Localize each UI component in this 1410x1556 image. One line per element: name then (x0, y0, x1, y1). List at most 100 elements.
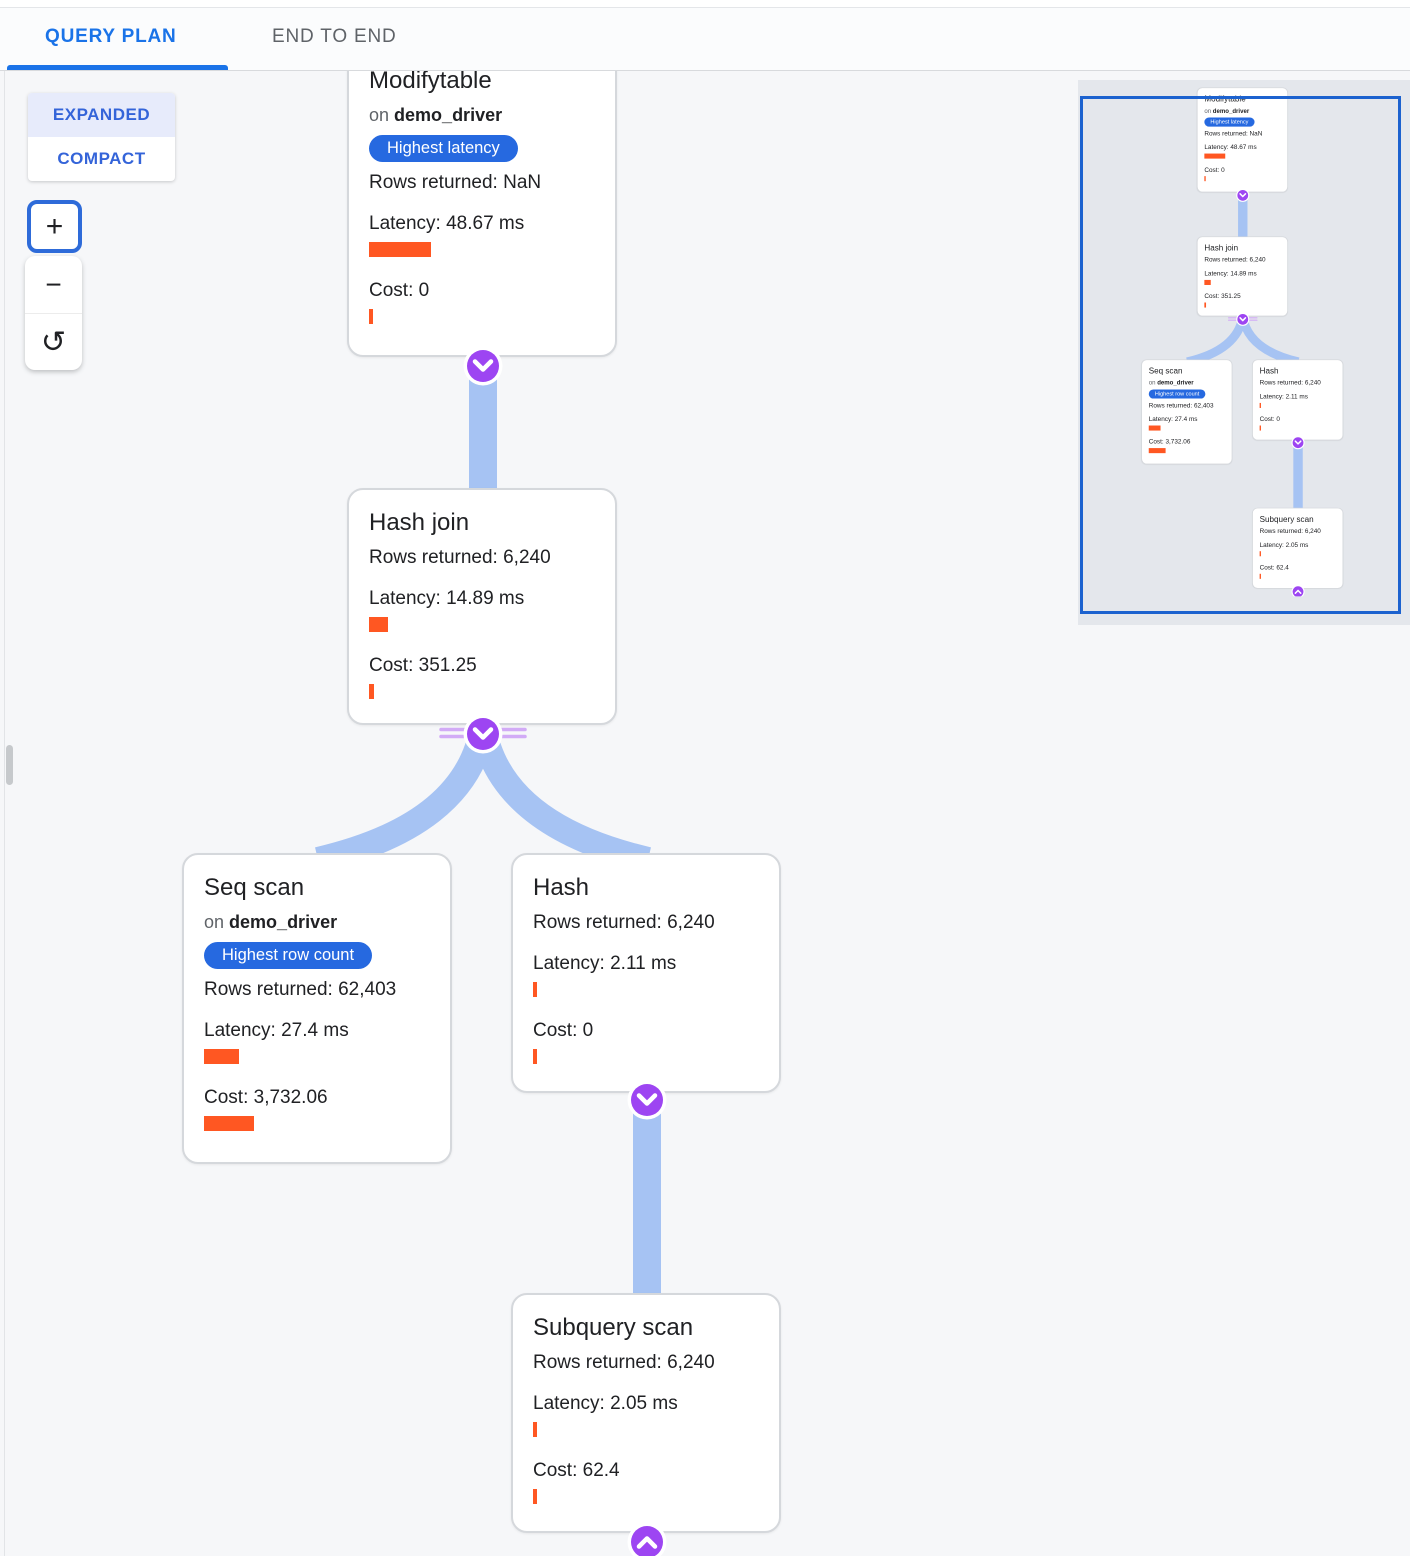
rows-returned: Rows returned: 6,240 (369, 547, 551, 568)
on-prefix: on (204, 912, 225, 932)
plan-node-seq-scan[interactable]: Seq scan on demo_driver Highest row coun… (182, 853, 452, 1164)
cost-bar (204, 1116, 254, 1131)
latency-bar (204, 1049, 239, 1064)
node-table: on demo_driver (369, 105, 595, 126)
latency-label: Latency: 14.89 ms (1204, 270, 1257, 278)
cost-bar (369, 309, 373, 324)
rows-returned: Rows returned: 6,240 (1259, 527, 1321, 535)
cost-label: Cost: 0 (1204, 166, 1225, 174)
table-name: demo_driver (1212, 107, 1250, 115)
latency-bar (1259, 551, 1261, 557)
rows-returned: Rows returned: NaN (369, 172, 542, 193)
expand-toggle-subquery-scan[interactable] (627, 1522, 667, 1556)
collapse-toggle-hash[interactable] (1291, 436, 1305, 450)
zoom-in-button[interactable]: + (27, 200, 82, 253)
expanded-option[interactable]: EXPANDED (28, 93, 175, 137)
plan-node-subquery-scan[interactable]: Subquery scan Rows returned: 6,240 Laten… (1252, 507, 1344, 589)
rows-returned: Rows returned: 62,403 (204, 979, 397, 1000)
cost-label: Cost: 3,732.06 (204, 1087, 328, 1108)
on-prefix: on (1148, 379, 1156, 387)
plan-node-seq-scan[interactable]: Seq scan on demo_driver Highest row coun… (1141, 359, 1233, 465)
latency-bar (533, 1422, 537, 1437)
node-title: Modifytable (1204, 94, 1246, 104)
plan-node-subquery-scan[interactable]: Subquery scan Rows returned: 6,240 Laten… (511, 1293, 781, 1533)
latency-bar (1259, 402, 1261, 408)
collapse-toggle-modifytable[interactable] (1236, 188, 1250, 202)
minimap-tree: Modifytable on demo_driver Highest laten… (1080, 80, 1410, 597)
plan-tree: Modifytable on demo_driver Highest laten… (1080, 80, 1410, 597)
chevron-down-icon (1239, 317, 1247, 322)
table-name: demo_driver (229, 912, 338, 932)
chevron-down-icon (636, 1093, 658, 1106)
node-title: Hash join (1204, 243, 1239, 253)
rows-returned: Rows returned: 6,240 (533, 1352, 715, 1373)
node-title: Hash (1259, 366, 1279, 376)
active-tab-indicator (7, 65, 228, 70)
cost-label: Cost: 0 (369, 280, 430, 301)
node-title: Seq scan (1148, 366, 1183, 376)
latency-label: Latency: 48.67 ms (369, 213, 525, 234)
node-table: on demo_driver (1149, 379, 1225, 386)
cost-label: Cost: 62.4 (533, 1460, 620, 1481)
latency-bar (369, 242, 431, 257)
collapse-toggle-hash[interactable] (627, 1080, 667, 1120)
node-title: Seq scan (204, 874, 305, 901)
cost-label: Cost: 62.4 (1259, 564, 1289, 572)
collapse-toggle-hash-join[interactable] (1228, 312, 1258, 326)
zoom-out-button[interactable]: − (25, 256, 82, 313)
latency-bar (1204, 279, 1211, 285)
tab-end-to-end[interactable]: END TO END (272, 26, 397, 47)
collapse-toggle-hash-join[interactable] (439, 714, 527, 754)
plan-node-modifytable[interactable]: Modifytable on demo_driver Highest laten… (347, 46, 617, 357)
minimap-viewport[interactable] (1080, 96, 1401, 614)
latency-label: Latency: 2.05 ms (533, 1393, 678, 1414)
tab-bar: QUERY PLAN END TO END (0, 0, 1410, 71)
cost-bar (1148, 448, 1166, 454)
plan-node-hash[interactable]: Hash Rows returned: 6,240 Latency: 2.11 … (1252, 359, 1344, 441)
minimap[interactable]: Modifytable on demo_driver Highest laten… (1078, 80, 1410, 625)
plan-node-hash[interactable]: Hash Rows returned: 6,240 Latency: 2.11 … (511, 853, 781, 1093)
latency-bar (533, 982, 537, 997)
plus-icon: + (45, 209, 64, 243)
vertical-scrollbar[interactable] (6, 745, 13, 785)
latency-label: Latency: 27.4 ms (204, 1020, 349, 1041)
cost-bar (1259, 573, 1261, 579)
plan-node-hash-join[interactable]: Hash join Rows returned: 6,240 Latency: … (347, 488, 617, 725)
cost-label: Cost: 0 (533, 1020, 594, 1041)
compact-option[interactable]: COMPACT (57, 149, 146, 168)
chevron-down-icon (472, 727, 494, 740)
node-title: Hash (533, 874, 590, 901)
cost-bar (1259, 425, 1261, 431)
layout-toggle: EXPANDED COMPACT (28, 93, 175, 181)
latency-label: Latency: 27.4 ms (1148, 415, 1198, 423)
zoom-control-group: − ↺ (25, 256, 82, 370)
rows-returned: Rows returned: 62,403 (1148, 401, 1214, 409)
node-title: Subquery scan (533, 1314, 694, 1341)
zoom-reset-button[interactable]: ↺ (25, 313, 82, 370)
latency-label: Latency: 14.89 ms (369, 588, 525, 609)
rows-returned: Rows returned: 6,240 (1204, 256, 1266, 264)
plan-node-hash-join[interactable]: Hash join Rows returned: 6,240 Latency: … (1196, 236, 1288, 317)
latency-label: Latency: 2.11 ms (533, 953, 677, 974)
highest-row-count-badge: Highest row count (204, 942, 373, 969)
rows-returned: Rows returned: 6,240 (533, 912, 715, 933)
on-prefix: on (1204, 107, 1212, 115)
table-name: demo_driver (1157, 379, 1194, 387)
reset-icon: ↺ (40, 325, 67, 360)
plan-toggles-layer (1228, 188, 1305, 597)
minus-icon: − (45, 268, 62, 300)
expand-toggle-subquery-scan[interactable] (1291, 585, 1305, 597)
chevron-down-icon (1239, 193, 1247, 198)
tab-query-plan[interactable]: QUERY PLAN (45, 26, 177, 47)
cost-label: Cost: 0 (1259, 415, 1280, 423)
top-strip (0, 0, 1410, 8)
rows-returned: Rows returned: 6,240 (1259, 379, 1321, 387)
cost-bar (369, 684, 374, 699)
cost-bar (533, 1489, 537, 1504)
table-name: demo_driver (394, 105, 503, 125)
node-title: Hash join (369, 509, 470, 536)
latency-label: Latency: 2.11 ms (1259, 393, 1308, 401)
collapse-toggle-modifytable[interactable] (463, 346, 503, 386)
